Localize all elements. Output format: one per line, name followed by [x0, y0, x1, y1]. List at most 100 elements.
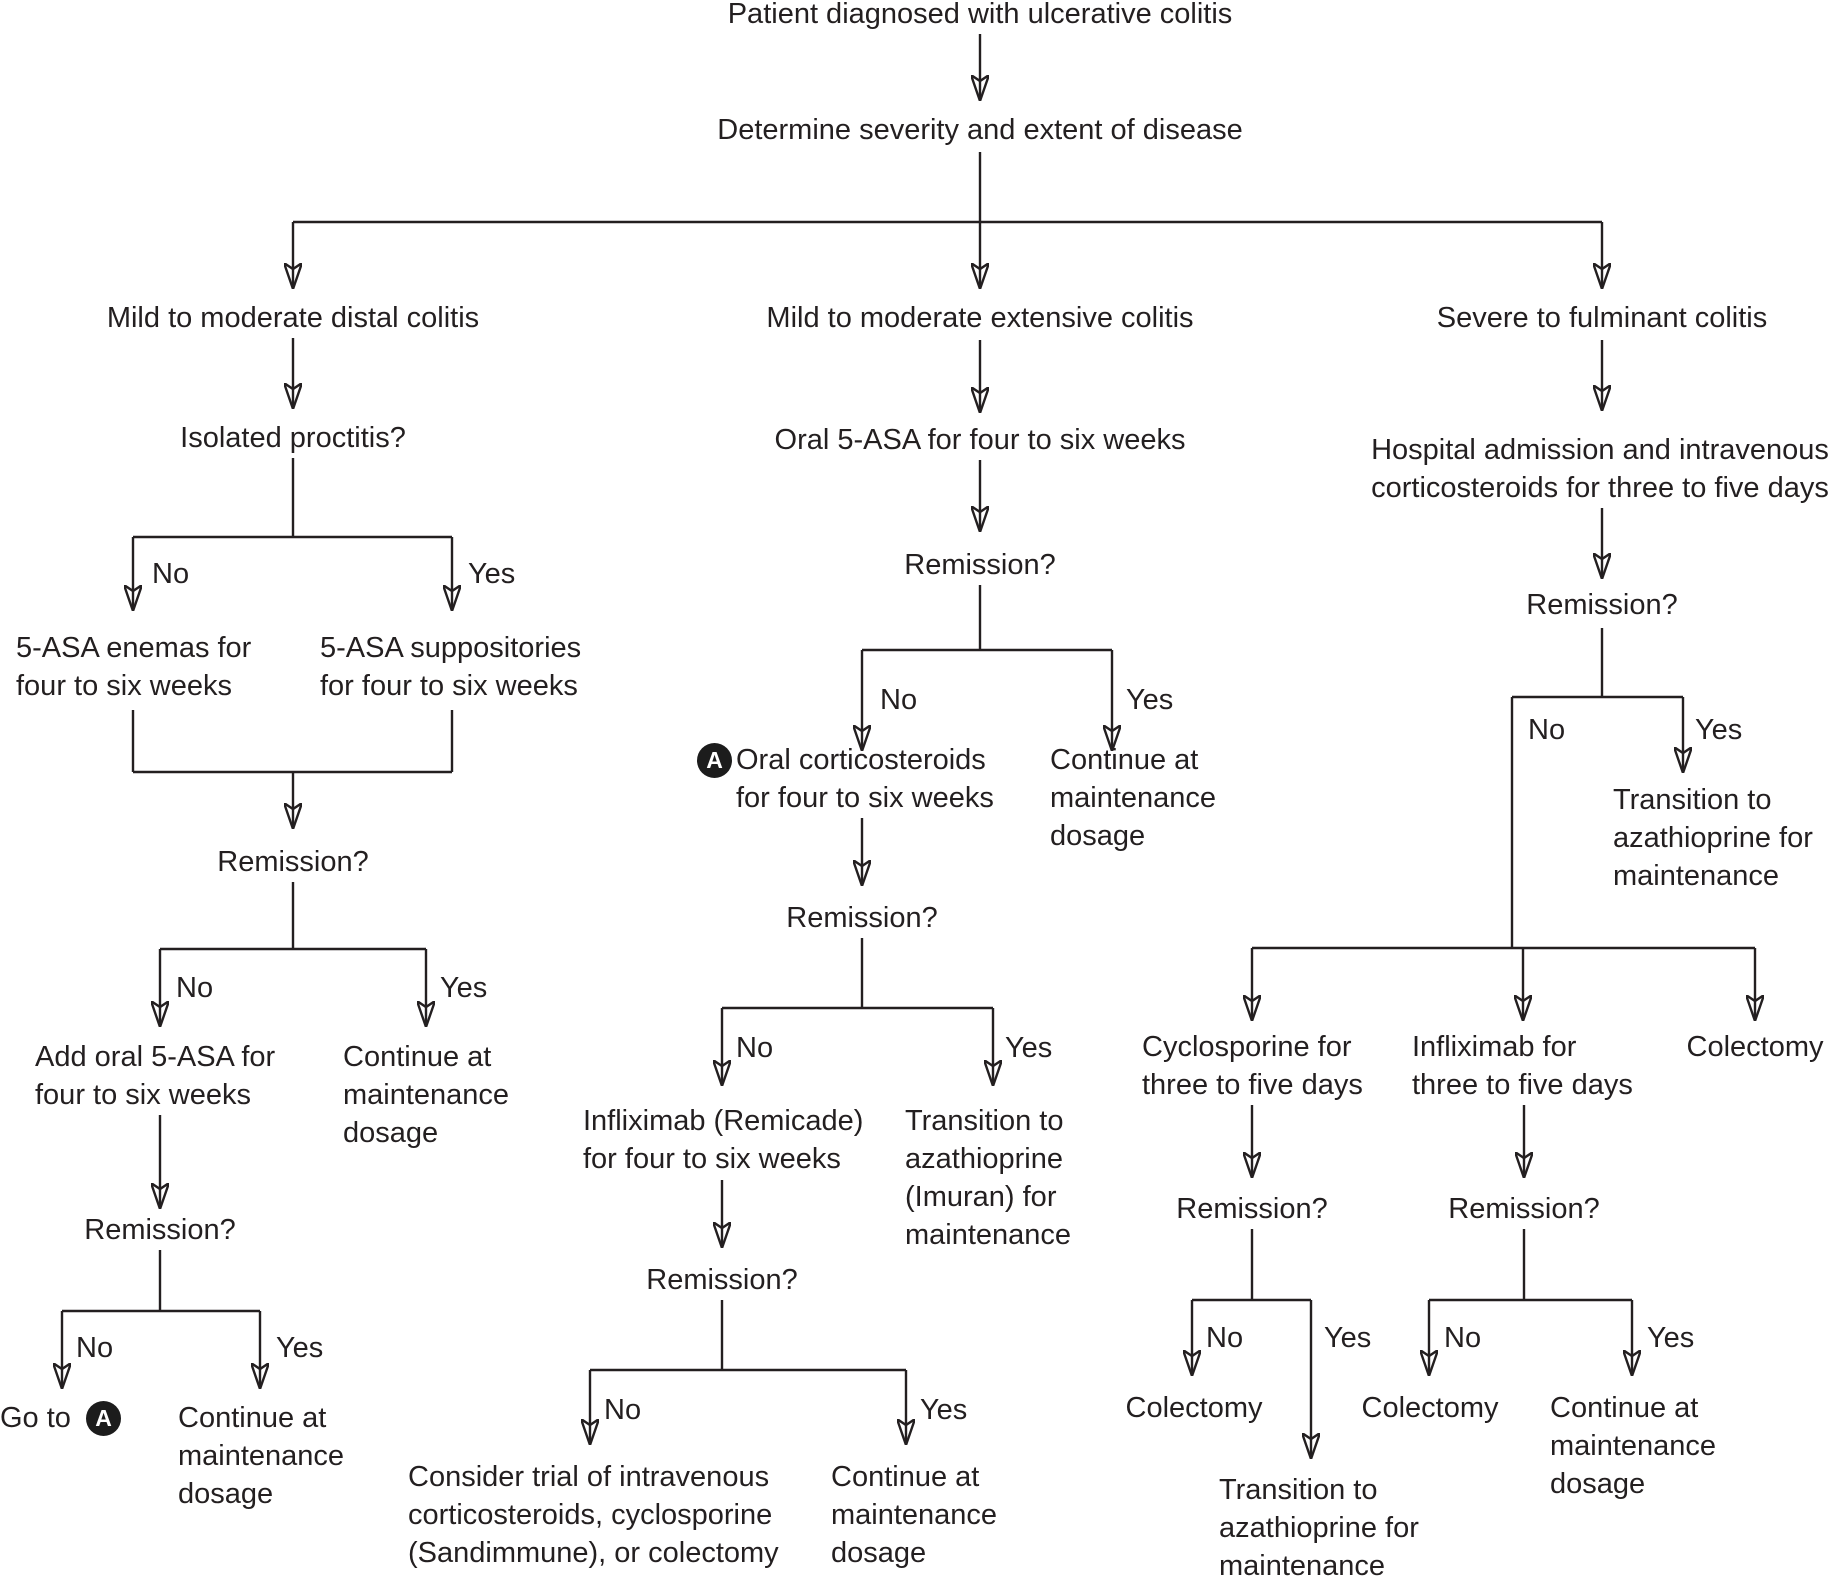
- line: maintenance: [1550, 1430, 1717, 1462]
- line: four to six weeks: [16, 670, 232, 702]
- node-branch-extensive: Mild to moderate extensive colitis: [766, 302, 1194, 334]
- node-consider-trial: Consider trial of intravenous corticoste…: [408, 1458, 779, 1572]
- line: corticosteroids for three to five days: [1371, 472, 1828, 504]
- line: four to six weeks: [35, 1079, 251, 1111]
- line: for four to six weeks: [736, 782, 994, 814]
- edge-label-yes: Yes: [440, 972, 488, 1004]
- line: maintenance: [831, 1499, 998, 1531]
- node-oral-5asa: Oral 5-ASA for four to six weeks: [774, 424, 1186, 456]
- label-a-badge: A: [86, 1401, 121, 1436]
- line: maintenance: [1613, 860, 1780, 892]
- line: maintenance: [343, 1079, 510, 1111]
- edge-label-no: No: [76, 1332, 114, 1364]
- line: three to five days: [1412, 1069, 1633, 1101]
- node-infliximab-remicade: Infliximab (Remicade) for four to six we…: [583, 1102, 863, 1178]
- label-a-badge: A: [697, 743, 732, 778]
- node-cyclosporine: Cyclosporine for three to five days: [1142, 1028, 1363, 1104]
- edge-label-no: No: [1206, 1322, 1244, 1354]
- line: (Imuran) for: [905, 1181, 1057, 1213]
- line: Transition to: [1219, 1474, 1378, 1506]
- edge-label-no: No: [152, 558, 190, 590]
- line: Transition to: [905, 1105, 1064, 1137]
- node-transition-azathioprine-imuran: Transition to azathioprine (Imuran) for …: [905, 1102, 1071, 1254]
- plain-connectors: [62, 152, 1755, 1372]
- line: dosage: [178, 1478, 274, 1510]
- line: Consider trial of intravenous: [408, 1461, 770, 1493]
- node-remission-extensive-3: Remission?: [646, 1264, 798, 1296]
- line: maintenance: [1219, 1550, 1386, 1580]
- edge-label-yes: Yes: [1324, 1322, 1372, 1354]
- node-continue-maintenance: Continue at maintenance dosage: [1550, 1389, 1716, 1503]
- edge-label-no: No: [1444, 1322, 1482, 1354]
- line: corticosteroids, cyclosporine: [408, 1499, 773, 1531]
- node-add-oral-5asa: Add oral 5-ASA for four to six weeks: [35, 1038, 275, 1114]
- node-branch-severe: Severe to fulminant colitis: [1436, 302, 1768, 334]
- node-5asa-suppositories: 5-ASA suppositories for four to six week…: [320, 629, 581, 705]
- edge-label-no: No: [736, 1032, 774, 1064]
- edge-label-no: No: [1528, 714, 1566, 746]
- line: Transition to: [1613, 784, 1772, 816]
- line: dosage: [831, 1537, 927, 1569]
- line: dosage: [343, 1117, 439, 1149]
- edge-label-no: No: [176, 972, 214, 1004]
- line: (Sandimmune), or colectomy: [408, 1537, 779, 1569]
- line: maintenance: [178, 1440, 345, 1472]
- line: maintenance: [905, 1219, 1072, 1251]
- line: three to five days: [1142, 1069, 1363, 1101]
- line: for four to six weeks: [320, 670, 578, 702]
- edge-label-yes: Yes: [1647, 1322, 1695, 1354]
- line: Add oral 5-ASA for: [35, 1041, 276, 1073]
- line: maintenance: [1050, 782, 1217, 814]
- node-transition-azathioprine: Transition to azathioprine for maintenan…: [1613, 781, 1813, 895]
- node-oral-corticosteroids: Oral corticosteroids for four to six wee…: [736, 741, 994, 817]
- go-to-label: Go to: [0, 1402, 71, 1434]
- node-remission-extensive-2: Remission?: [786, 902, 938, 934]
- edge-label-yes: Yes: [468, 558, 516, 590]
- node-infliximab-days: Infliximab for three to five days: [1412, 1028, 1633, 1104]
- line: azathioprine for: [1219, 1512, 1419, 1544]
- line: Continue at: [343, 1041, 492, 1073]
- line: Hospital admission and intravenous: [1371, 434, 1828, 466]
- node-remission-severe-2: Remission?: [1176, 1193, 1328, 1225]
- node-go-to-a: Go to: [0, 1399, 71, 1437]
- node-continue-maintenance: Continue at maintenance dosage: [1050, 741, 1216, 855]
- node-remission-severe-3: Remission?: [1448, 1193, 1600, 1225]
- node-remission-distal-1: Remission?: [217, 846, 369, 878]
- line: Infliximab (Remicade): [583, 1105, 864, 1137]
- line: azathioprine for: [1613, 822, 1813, 854]
- node-remission-severe-1: Remission?: [1526, 589, 1678, 621]
- node-isolated-proctitis: Isolated proctitis?: [180, 422, 406, 454]
- node-remission-distal-2: Remission?: [84, 1214, 236, 1246]
- line: Continue at: [831, 1461, 980, 1493]
- edge-label-yes: Yes: [1126, 684, 1174, 716]
- node-5asa-enemas: 5-ASA enemas for four to six weeks: [16, 629, 251, 705]
- node-continue-maintenance: Continue at maintenance dosage: [343, 1038, 509, 1152]
- edge-label-yes: Yes: [920, 1394, 968, 1426]
- node-hospital-admission: Hospital admission and intravenous corti…: [1371, 431, 1828, 507]
- node-branch-distal: Mild to moderate distal colitis: [106, 302, 480, 334]
- node-patient-diagnosed: Patient diagnosed with ulcerative coliti…: [727, 0, 1233, 30]
- line: Infliximab for: [1412, 1031, 1577, 1063]
- edge-label-no: No: [604, 1394, 642, 1426]
- line: Cyclosporine for: [1142, 1031, 1352, 1063]
- node-continue-maintenance: Continue at maintenance dosage: [831, 1458, 997, 1572]
- node-transition-azathioprine: Transition to azathioprine for maintenan…: [1219, 1471, 1419, 1580]
- node-colectomy: Colectomy: [1125, 1392, 1263, 1424]
- line: 5-ASA enemas for: [16, 632, 252, 664]
- edge-label-yes: Yes: [276, 1332, 324, 1364]
- edge-label-yes: Yes: [1005, 1032, 1053, 1064]
- line: Continue at: [1550, 1392, 1699, 1424]
- line: Continue at: [178, 1402, 327, 1434]
- line: for four to six weeks: [583, 1143, 841, 1175]
- node-determine-severity: Determine severity and extent of disease: [717, 114, 1243, 146]
- arrow-connectors: [62, 34, 1755, 1458]
- node-continue-maintenance: Continue at maintenance dosage: [178, 1399, 344, 1513]
- line: azathioprine: [905, 1143, 1063, 1175]
- line: dosage: [1050, 820, 1146, 852]
- node-colectomy: Colectomy: [1686, 1031, 1824, 1063]
- line: 5-ASA suppositories: [320, 632, 582, 664]
- line: dosage: [1550, 1468, 1646, 1500]
- line: Continue at: [1050, 744, 1199, 776]
